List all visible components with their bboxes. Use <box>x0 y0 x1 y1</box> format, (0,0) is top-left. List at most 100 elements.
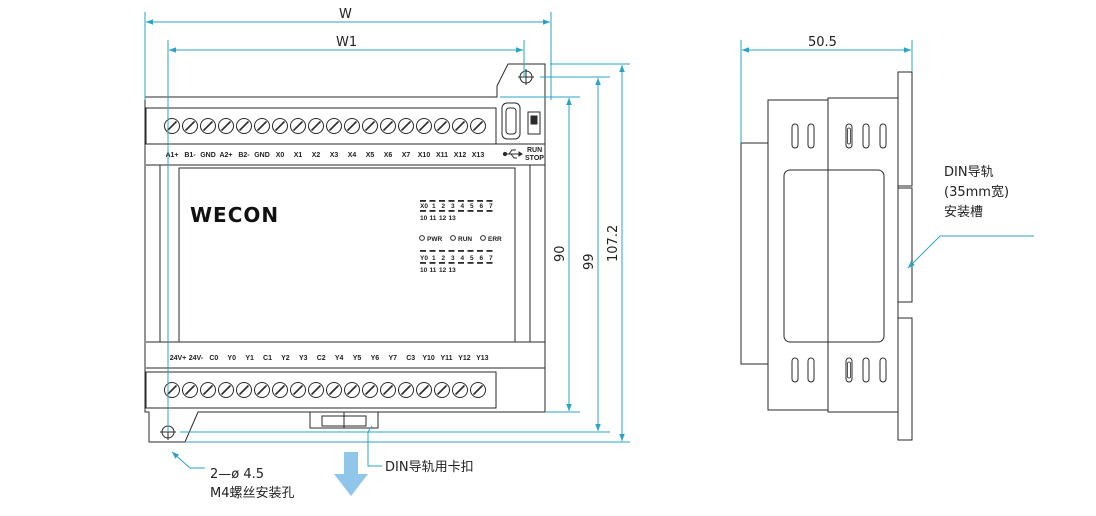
screw-terminal-icon <box>218 382 234 398</box>
vent-slot <box>807 357 815 383</box>
led-y-number: 13 <box>449 267 457 274</box>
status-led <box>480 235 486 241</box>
led-indicator <box>439 200 445 202</box>
vent-slot <box>879 357 887 383</box>
led-indicator <box>439 262 445 264</box>
top-terminal-label: X11 <box>436 152 448 159</box>
led-y-number: 3 <box>451 255 455 262</box>
dim-90-label: 90 <box>553 245 568 262</box>
screw-terminal-icon <box>308 118 324 134</box>
bottom-terminal-label: Y4 <box>335 355 344 362</box>
screw-terminal-icon <box>272 382 288 398</box>
led-y-prefix: Y0 <box>420 255 428 262</box>
led-indicator <box>486 262 493 264</box>
holes-note-line1: 2—ø 4.5 <box>210 467 264 482</box>
usb-port <box>501 102 521 140</box>
led-indicator <box>467 250 474 252</box>
led-y-number: 2 <box>442 255 446 262</box>
led-x-number: 11 <box>430 215 437 222</box>
screw-terminal-icon <box>416 118 432 134</box>
screw-terminal-icon <box>470 382 486 398</box>
usb-icon <box>502 149 523 159</box>
din-rail-note-line1: DIN导轨 <box>944 165 994 180</box>
bottom-terminal-label: 24V- <box>189 355 204 362</box>
bottom-terminal-label: Y7 <box>389 355 398 362</box>
screw-terminal-icon <box>182 382 198 398</box>
led-x-number: 6 <box>480 203 484 210</box>
stop-label: STOP <box>525 155 544 162</box>
vent-slot <box>845 357 853 383</box>
din-clip-note: DIN导轨用卡扣 <box>385 460 474 475</box>
led-indicator <box>439 210 445 212</box>
screw-terminal-icon <box>182 118 198 134</box>
led-x-number: 13 <box>449 215 457 222</box>
top-terminal-label: X3 <box>330 152 339 159</box>
bottom-terminal-label: C0 <box>209 355 218 362</box>
screw-terminal-icon <box>308 382 324 398</box>
vent-slot <box>791 357 799 383</box>
screw-terminal-icon <box>398 382 414 398</box>
bottom-terminal-label: C3 <box>406 355 415 362</box>
top-terminal-label: B2- <box>238 152 250 159</box>
led-indicator <box>448 262 455 264</box>
bottom-terminal-label: 24V+ <box>170 355 187 362</box>
screw-terminal-icon <box>272 118 288 134</box>
led-indicator <box>429 200 436 202</box>
bottom-terminal-label: Y10 <box>422 355 435 362</box>
screw-terminal-icon <box>200 118 216 134</box>
top-terminal-label: X10 <box>418 152 431 159</box>
screw-terminal-icon <box>380 382 396 398</box>
top-terminal-label: X6 <box>384 152 393 159</box>
led-y-number: 4 <box>461 255 465 262</box>
front-view <box>144 63 546 443</box>
bottom-terminal-strip <box>145 371 497 409</box>
led-indicator <box>467 210 474 212</box>
led-indicator <box>467 200 474 202</box>
top-terminal-strip <box>145 107 497 145</box>
top-terminal-label: X2 <box>312 152 321 159</box>
bottom-terminal-label: Y5 <box>353 355 362 362</box>
led-indicator <box>448 200 455 202</box>
top-terminal-label: X0 <box>276 152 285 159</box>
led-y-number: 12 <box>439 267 447 274</box>
status-led <box>450 235 456 241</box>
bottom-terminal-label: Y3 <box>299 355 308 362</box>
led-indicator <box>420 210 426 212</box>
led-y-number: 7 <box>489 255 493 262</box>
run-stop-switch <box>527 111 541 135</box>
led-y-number: 1 <box>432 255 436 262</box>
led-indicator <box>429 250 436 252</box>
screw-terminal-icon <box>470 118 486 134</box>
led-indicator <box>420 262 426 264</box>
vent-slot <box>879 123 887 149</box>
dim-w1-label: W1 <box>336 35 357 50</box>
led-indicator <box>477 262 483 264</box>
led-indicator <box>448 250 455 252</box>
vent-slot <box>807 123 815 149</box>
led-x-number: 7 <box>489 203 493 210</box>
screw-terminal-icon <box>200 382 216 398</box>
screw-terminal-icon <box>164 118 180 134</box>
bottom-terminal-label: Y1 <box>245 355 254 362</box>
wecon-logo: WECON <box>190 203 278 227</box>
vent-slot <box>845 123 853 149</box>
top-terminal-label: X7 <box>402 152 411 159</box>
led-indicator <box>458 210 464 212</box>
bottom-terminal-label: Y12 <box>458 355 471 362</box>
status-led <box>419 235 425 241</box>
led-x-prefix: X0 <box>420 203 428 210</box>
screw-terminal-icon <box>326 118 342 134</box>
dim-107-label: 107.2 <box>606 225 621 262</box>
led-indicator <box>477 200 483 202</box>
led-indicator <box>477 250 483 252</box>
bottom-terminal-label: Y2 <box>281 355 290 362</box>
screw-terminal-icon <box>344 382 360 398</box>
din-rail-leader <box>907 235 1034 269</box>
screw-terminal-icon <box>236 118 252 134</box>
vent-slot <box>862 357 870 383</box>
led-indicator <box>439 250 445 252</box>
led-y-number: 5 <box>470 255 474 262</box>
screw-terminal-icon <box>362 118 378 134</box>
